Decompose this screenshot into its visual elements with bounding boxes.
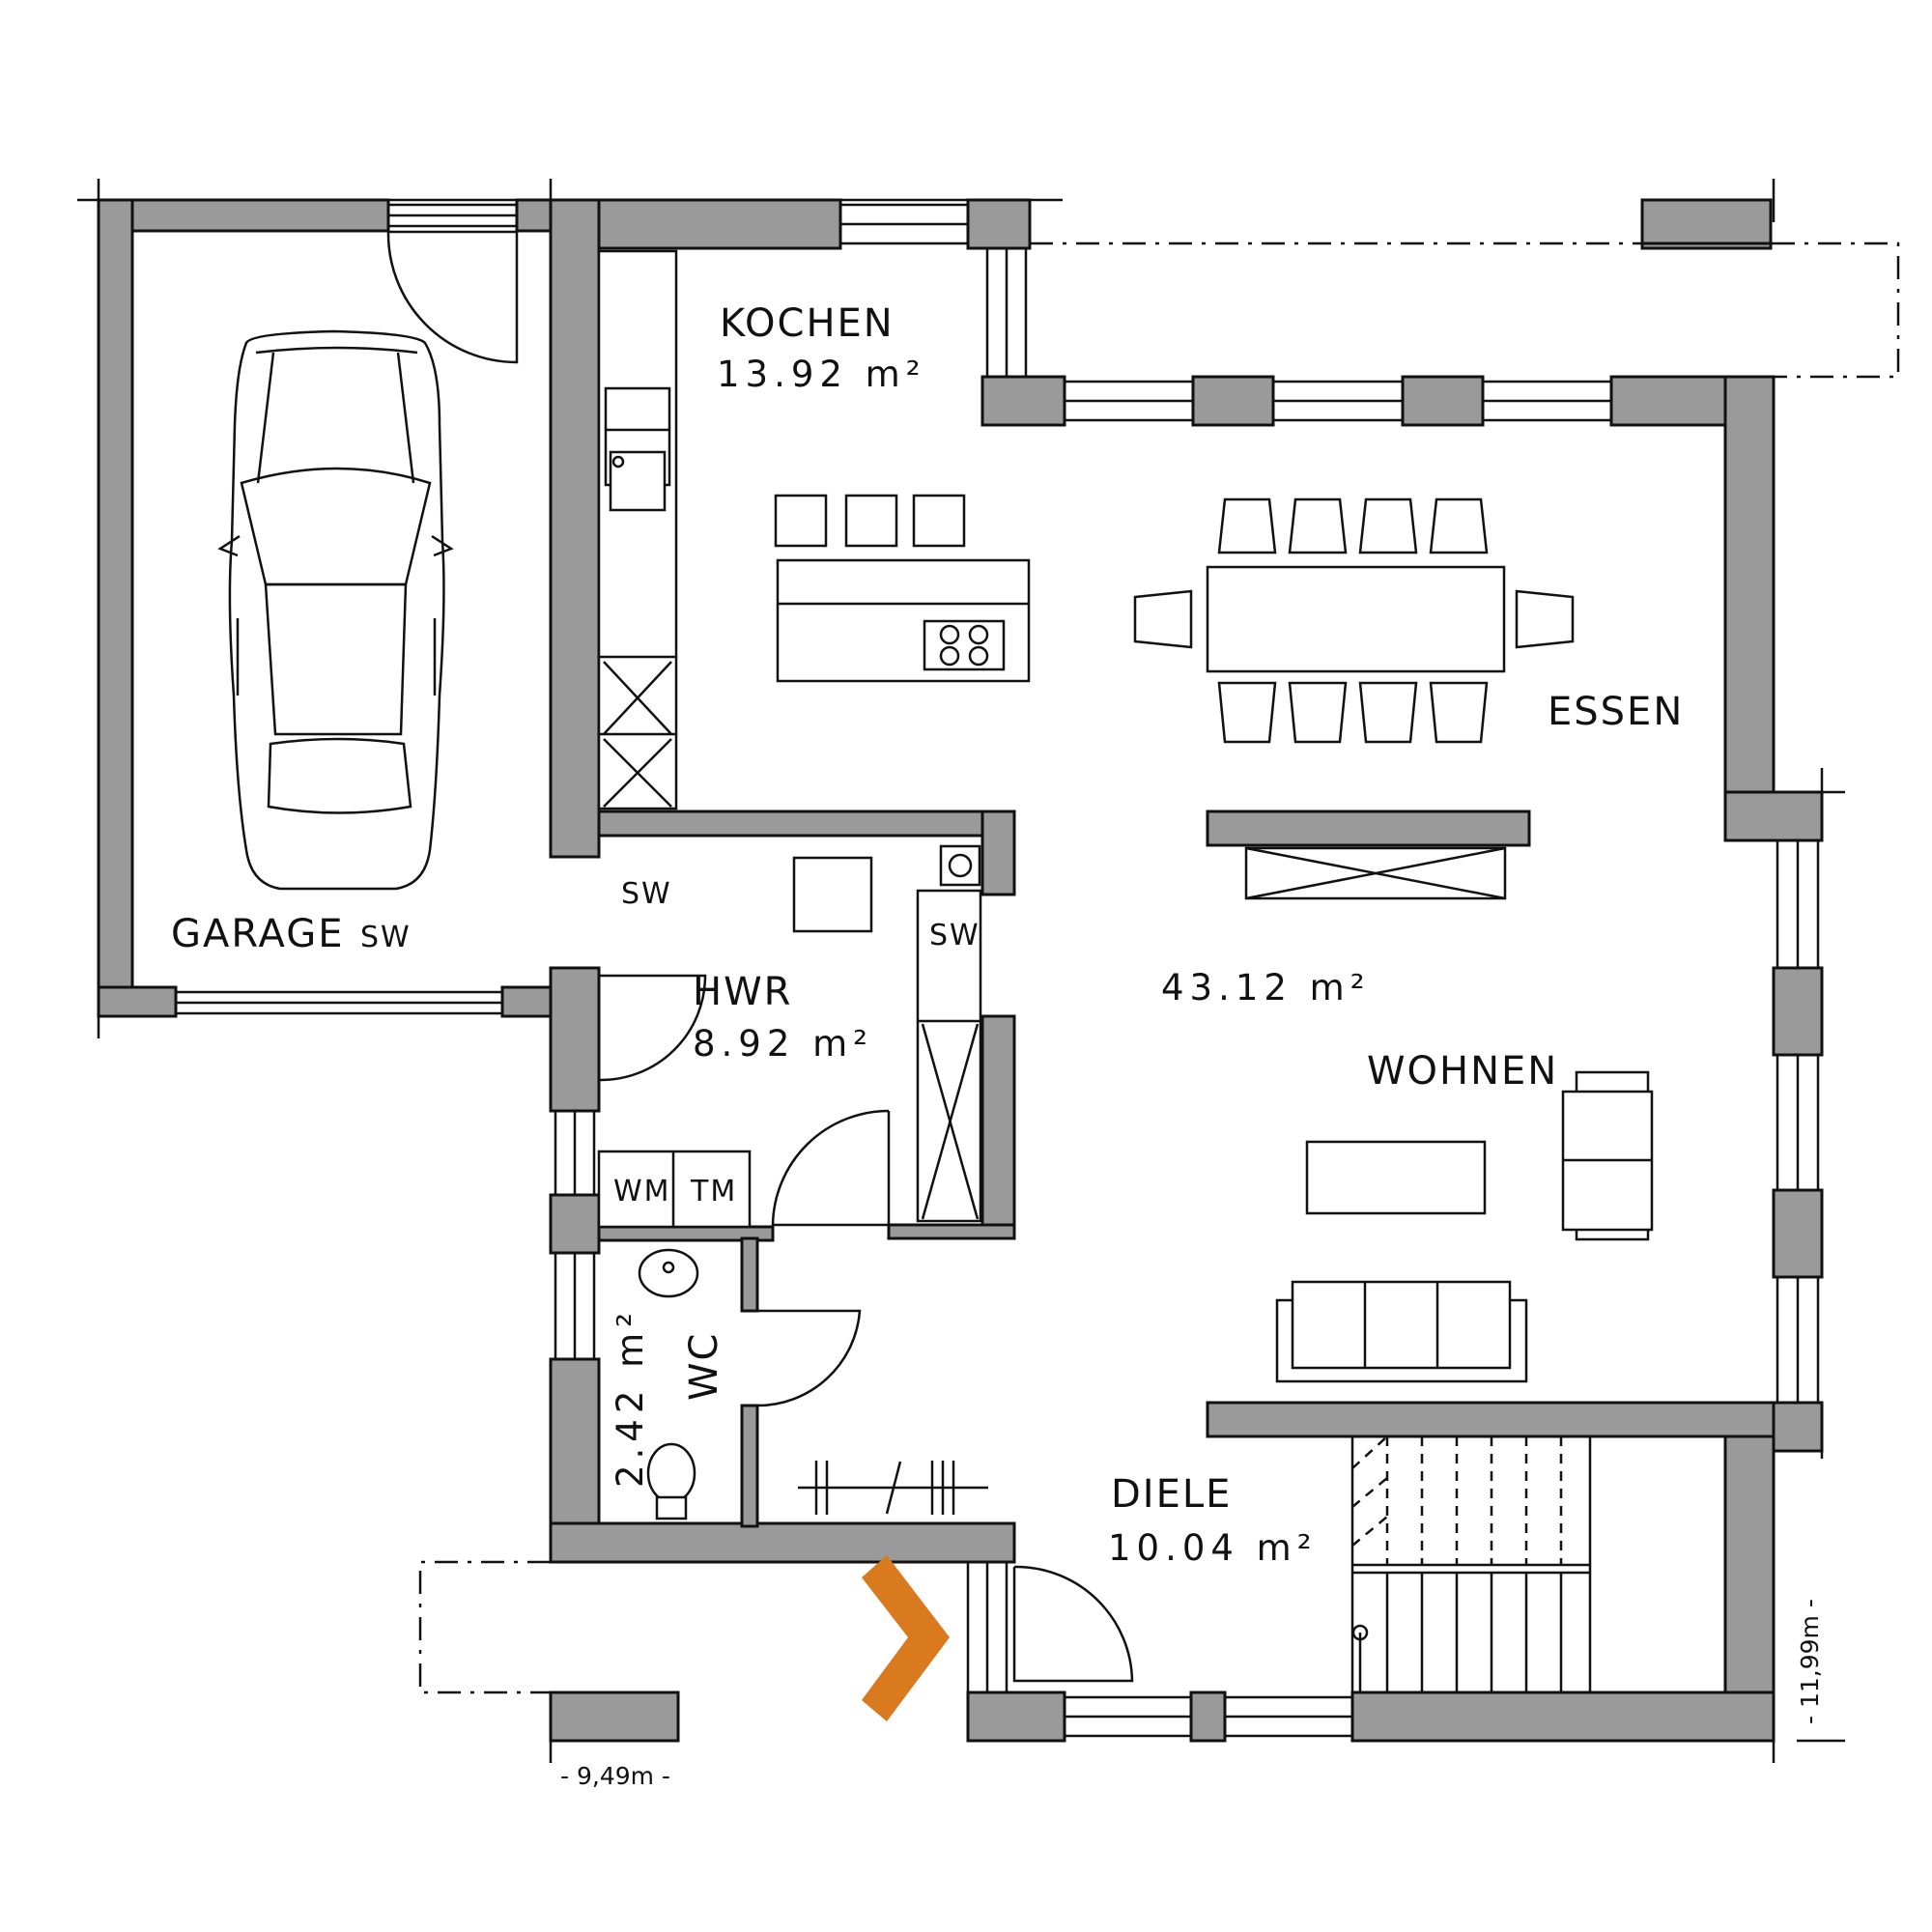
wardrobe	[798, 1461, 988, 1515]
diele-name: DIELE	[1111, 1472, 1232, 1517]
hwr-area: 8.92 m²	[693, 1023, 873, 1065]
sw-cabinet-label: SW	[929, 919, 980, 952]
kochen-name: KOCHEN	[720, 301, 895, 346]
wc-name: WC	[682, 1332, 726, 1401]
living-furniture	[1275, 1070, 1654, 1383]
garage-name: GARAGE	[171, 912, 344, 956]
hwr-furniture	[597, 844, 982, 1229]
dining-furniture	[1133, 497, 1575, 900]
wc-area: 2.42 m²	[610, 1307, 651, 1488]
height-dimension: - 11,99m -	[1796, 1599, 1824, 1724]
wohnen-name: WOHNEN	[1367, 1049, 1558, 1094]
canopies	[418, 198, 1900, 1743]
wc-furniture	[638, 1248, 699, 1520]
kochen-area: 13.92 m²	[717, 354, 926, 395]
doors	[386, 230, 1134, 1683]
tm-label: TM	[690, 1175, 737, 1208]
essen-name: ESSEN	[1548, 690, 1684, 734]
wm-label: WM	[613, 1175, 671, 1208]
staircase	[1350, 1435, 1592, 1692]
kitchen-furniture	[597, 249, 1031, 810]
garage-sw: SW	[360, 921, 412, 954]
width-dimension: - 9,49m -	[560, 1762, 670, 1790]
sw-door-label: SW	[621, 877, 672, 911]
diele-area: 10.04 m²	[1108, 1527, 1318, 1569]
car-icon	[217, 329, 454, 891]
hwr-name: HWR	[693, 970, 792, 1014]
windows	[174, 203, 1820, 1738]
dimension-lines	[77, 179, 1845, 1763]
room-labels: KOCHEN 13.92 m² ESSEN 43.12 m² WOHNEN GA…	[171, 301, 1824, 1790]
entrance-arrow	[862, 1555, 950, 1721]
wohnen-area: 43.12 m²	[1161, 967, 1371, 1009]
walls	[97, 198, 1824, 1743]
